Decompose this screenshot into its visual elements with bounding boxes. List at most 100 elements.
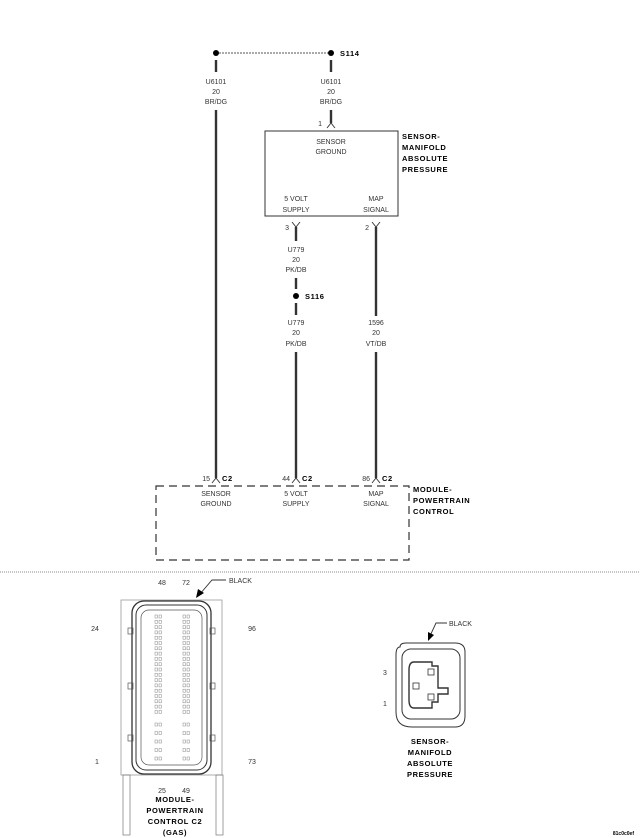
c2-title: MODULE- bbox=[155, 795, 194, 804]
pin-cavity bbox=[182, 667, 186, 672]
pin-number: 2 bbox=[365, 225, 369, 232]
connector-color-label: BLACK bbox=[449, 621, 472, 628]
wire-circuit: U6101 bbox=[206, 79, 227, 86]
pin-cavity bbox=[154, 756, 158, 761]
map-title: SENSOR- bbox=[411, 737, 449, 746]
wire-circuit: U779 bbox=[288, 247, 305, 254]
pin-label: 5 VOLT bbox=[284, 196, 308, 203]
pin-cavity bbox=[182, 635, 186, 640]
pin-number: 3 bbox=[383, 670, 387, 677]
pin-cavity bbox=[186, 651, 190, 656]
pin-cavity bbox=[182, 756, 186, 761]
pin-label: SENSOR bbox=[316, 139, 346, 146]
pin-label: SIGNAL bbox=[363, 207, 389, 214]
pin-label: SUPPLY bbox=[282, 207, 309, 214]
pin-label: SUPPLY bbox=[282, 501, 309, 508]
wire-gauge: 20 bbox=[212, 89, 220, 96]
pin-cavity bbox=[186, 678, 190, 682]
pin-cavity bbox=[158, 651, 162, 656]
wire-color: BR/DG bbox=[205, 99, 227, 106]
pin-cavity bbox=[154, 673, 158, 677]
pin-number: 1 bbox=[95, 759, 99, 766]
pin-cavity bbox=[186, 635, 190, 640]
pin-number: 72 bbox=[182, 580, 190, 587]
pin-cavity bbox=[182, 625, 186, 629]
pin-number: 25 bbox=[158, 788, 166, 795]
pin-cavity bbox=[158, 699, 162, 704]
module-box bbox=[155, 485, 410, 561]
pin-cavity bbox=[154, 683, 158, 688]
pin-cavity bbox=[154, 630, 158, 635]
pin-cavity bbox=[154, 722, 158, 727]
pin-number: 86 bbox=[362, 476, 370, 483]
pin-cavity bbox=[186, 722, 190, 727]
pin-cavity bbox=[182, 683, 186, 688]
pin-cavity bbox=[158, 756, 162, 761]
pin-cavity bbox=[154, 694, 158, 698]
pin-cavity bbox=[182, 641, 186, 645]
pin-cavity bbox=[154, 662, 158, 666]
c2-title: POWERTRAIN bbox=[146, 806, 203, 815]
wire-circuit: U779 bbox=[288, 320, 305, 327]
pin-cavity bbox=[158, 710, 162, 714]
pin-cavity bbox=[154, 739, 158, 744]
pin-cavity bbox=[182, 614, 186, 619]
wire-color: PK/DB bbox=[285, 341, 306, 348]
pin-cavity bbox=[154, 667, 158, 672]
pin-cavity bbox=[182, 662, 186, 666]
connector-label: C2 bbox=[222, 474, 233, 483]
c2-pin-grid bbox=[154, 614, 190, 761]
pin-cavity bbox=[186, 699, 190, 704]
arrow-icon bbox=[428, 632, 434, 641]
pin-cavity bbox=[154, 731, 158, 735]
pin-cavity bbox=[154, 635, 158, 640]
pin-cavity bbox=[186, 748, 190, 752]
pin-cavity bbox=[154, 651, 158, 656]
pin-cavity bbox=[154, 699, 158, 704]
pin-label: 5 VOLT bbox=[284, 491, 308, 498]
connector-label: C2 bbox=[382, 474, 393, 483]
pin-cavity bbox=[182, 748, 186, 752]
module-title: MODULE- bbox=[413, 485, 452, 494]
c2-connector-view bbox=[120, 599, 224, 836]
pin-number: 48 bbox=[158, 580, 166, 587]
pin-cavity bbox=[182, 646, 186, 651]
pin-cavity bbox=[158, 678, 162, 682]
pin-cavity bbox=[186, 667, 190, 672]
pin-cavity bbox=[186, 683, 190, 688]
pin-label: GROUND bbox=[315, 149, 346, 156]
sensor-title: SENSOR- bbox=[402, 132, 440, 141]
pin-cavity bbox=[186, 704, 190, 709]
module-title: POWERTRAIN bbox=[413, 496, 470, 505]
wire-color: PK/DB bbox=[285, 267, 306, 274]
pin-cavity bbox=[182, 678, 186, 682]
pin-cavity bbox=[186, 614, 190, 619]
pin-cavity bbox=[182, 657, 186, 661]
module-title: CONTROL bbox=[413, 507, 454, 516]
wire-gauge: 20 bbox=[292, 257, 300, 264]
pin-number: 15 bbox=[202, 476, 210, 483]
pin-cavity bbox=[186, 731, 190, 735]
c2-title: CONTROL C2 bbox=[148, 817, 203, 826]
connector-color-label: BLACK bbox=[229, 578, 252, 585]
wire-gauge: 20 bbox=[327, 89, 335, 96]
pin-cavity bbox=[154, 704, 158, 709]
connector-label: C2 bbox=[302, 474, 313, 483]
wire-gauge: 20 bbox=[372, 330, 380, 337]
pin-number: 44 bbox=[282, 476, 290, 483]
pin-cavity bbox=[186, 662, 190, 666]
pin-cavity bbox=[186, 710, 190, 714]
pin-cavity bbox=[158, 620, 162, 624]
pin-cavity bbox=[158, 662, 162, 666]
connector-fork-icon bbox=[371, 221, 381, 228]
arrow-icon bbox=[196, 589, 204, 598]
pin-cavity bbox=[182, 739, 186, 744]
pin-cavity bbox=[158, 635, 162, 640]
pin-cavity bbox=[154, 620, 158, 624]
splice-dot-s114 bbox=[328, 50, 334, 56]
pin-label: MAP bbox=[368, 196, 384, 203]
connector-fork-icon bbox=[371, 477, 381, 484]
pin-cavity bbox=[154, 748, 158, 752]
